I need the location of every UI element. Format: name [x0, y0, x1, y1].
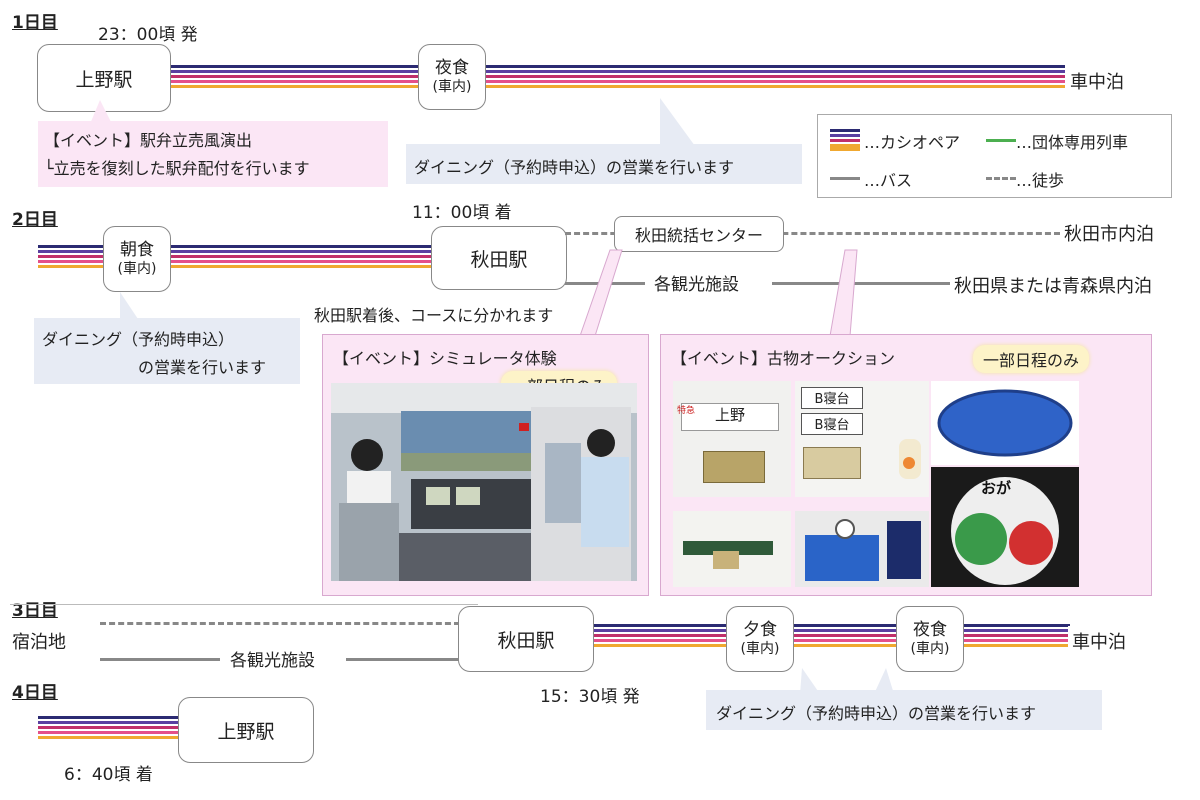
gauge-box: [887, 521, 921, 579]
gauge-case: [805, 535, 879, 581]
legend: …カシオペア …団体専用列車 …バス …徒歩: [817, 114, 1172, 198]
legend-bus-label: …バス: [864, 171, 913, 190]
day3-frame-top: [10, 604, 478, 605]
day3-dining-pointers: [800, 668, 894, 694]
day3-end-label: 車中泊: [1068, 626, 1130, 656]
day2-dining-line2: の営業を行います: [138, 358, 267, 377]
sleeper-sign-2: B寝台: [801, 413, 863, 435]
day3-night-meal-sub: (車内): [910, 640, 950, 657]
auction-photo-ueno-sign: 上野 特急: [673, 381, 791, 497]
day2-akita-center: 秋田統括センター: [614, 216, 784, 252]
legend-walk-label: …徒歩: [1016, 171, 1065, 190]
legend-cassiopeia-swatch: [830, 129, 860, 151]
sleeper-sign-1: B寝台: [801, 387, 863, 409]
day3-dinner: 夕食 (車内): [726, 606, 794, 672]
day3-label: 3日目: [12, 601, 58, 621]
legend-cassiopeia-label: …カシオペア: [864, 133, 961, 152]
day2-breakfast: 朝食 (車内): [103, 226, 171, 292]
day1-cassiopeia-route: [160, 65, 1065, 91]
auction-photo-blue-plate: [931, 381, 1079, 465]
day2-end-bus: 秋田県または青森県内泊: [950, 270, 1156, 300]
simulator-photo: [331, 383, 637, 581]
day4-ueno-station: 上野駅: [178, 697, 314, 763]
day1-dining-text: ダイニング（予約時申込）の営業を行います: [414, 158, 735, 177]
auction-photo-tool: [673, 511, 791, 587]
day2-dining-callout: ダイニング（予約時申込） の営業を行います: [34, 318, 300, 384]
day2-akita-station: 秋田駅: [431, 226, 567, 290]
day2-bus-route-b: [772, 282, 950, 285]
day1-event-callout: 【イベント】駅弁立売風演出 └立売を復刻した駅弁配付を行います: [38, 121, 388, 187]
day3-dining-callout: ダイニング（予約時申込）の営業を行います: [706, 690, 1102, 730]
day2-end-walk: 秋田市内泊: [1060, 218, 1158, 248]
auction-badge: 一部日程のみ: [973, 345, 1090, 373]
day2-dining-line1: ダイニング（予約時申込）: [42, 330, 235, 349]
sim-title: 【イベント】シミュレータ体験: [333, 349, 557, 368]
day3-walk-route: [100, 622, 460, 625]
day2-panel-pointers: [579, 249, 858, 337]
legend-group-train-swatch: [986, 139, 1016, 142]
headmark-text: おが: [981, 479, 1012, 497]
day2-breakfast-title: 朝食: [120, 240, 154, 261]
sim-panel: 【イベント】シミュレータ体験 一部日程のみ: [322, 334, 649, 596]
auction-photo-headmark: おが: [931, 467, 1079, 587]
day1-end-label: 車中泊: [1066, 66, 1128, 96]
day3-depart-time: 15：30頃 発: [540, 687, 640, 707]
day2-split-note: 秋田駅着後、コースに分かれます: [314, 306, 554, 325]
auction-photo-gauge: [795, 511, 929, 587]
day3-dining-text: ダイニング（予約時申込）の営業を行います: [716, 704, 1037, 723]
headmark-art: [951, 477, 1059, 585]
ueno-device: [703, 451, 765, 483]
day3-start: 宿泊地: [6, 626, 72, 656]
blue-plate-art: [937, 389, 1073, 457]
tool-block: [713, 551, 739, 569]
day4-label: 4日目: [12, 683, 58, 703]
day3-dinner-title: 夕食: [743, 620, 777, 641]
day1-night-meal: 夜食 (車内): [418, 44, 486, 110]
day2-walk-route: [565, 232, 1060, 235]
day3-night-meal: 夜食 (車内): [896, 606, 964, 672]
day2-sightseeing: 各観光施設: [654, 275, 739, 295]
gauge-dial: [835, 519, 855, 539]
auction-photo-sleeper-signs: B寝台 B寝台: [795, 381, 929, 497]
day2-cassiopeia-route: [38, 245, 438, 271]
day2-breakfast-sub: (車内): [117, 260, 157, 277]
simulator-photo-art: [331, 383, 637, 581]
day1-night-meal-title: 夜食: [435, 58, 469, 79]
day4-cassiopeia-route: [38, 716, 188, 742]
day3-cassiopeia-route: [585, 624, 1070, 650]
day3-night-meal-title: 夜食: [913, 620, 947, 641]
day2-dining-pointer: [120, 292, 140, 322]
day3-dinner-sub: (車内): [740, 640, 780, 657]
sleeper-lamp-light: [903, 457, 915, 469]
sleeper-device: [803, 447, 861, 479]
day1-event-line2: └立売を復刻した駅弁配付を行います: [44, 159, 310, 178]
legend-group-train-label: …団体専用列車: [1016, 133, 1129, 152]
day3-bus-route-b: [346, 658, 460, 661]
day1-event-line1: 【イベント】駅弁立売風演出: [44, 131, 253, 150]
day1-dining-callout: ダイニング（予約時申込）の営業を行います: [406, 144, 802, 184]
day1-event-pointer: [90, 100, 112, 124]
legend-walk-swatch: [986, 177, 1016, 180]
tool-bar: [683, 541, 773, 555]
day3-bus-route-a: [100, 658, 220, 661]
day1-night-meal-sub: (車内): [432, 78, 472, 95]
auction-title: 【イベント】古物オークション: [671, 349, 896, 368]
day1-label: 1日目: [12, 13, 58, 33]
day1-dining-pointer: [660, 98, 695, 146]
ueno-sign-text: 上野: [681, 403, 779, 431]
day1-ueno-station: 上野駅: [37, 44, 171, 112]
day4-arrive-time: 6：40頃 着: [64, 765, 153, 785]
day3-sightseeing: 各観光施設: [230, 651, 315, 671]
legend-bus-swatch: [830, 177, 860, 180]
ueno-sign-small: 特急: [677, 406, 696, 416]
day2-arrive-time: 11：00頃 着: [412, 203, 512, 223]
day3-akita-station: 秋田駅: [458, 606, 594, 672]
day2-label: 2日目: [12, 210, 58, 230]
day1-depart-time: 23：00頃 発: [98, 25, 198, 45]
auction-panel: 【イベント】古物オークション 一部日程のみ 上野 特急 B寝台 B寝台 おが: [660, 334, 1152, 596]
